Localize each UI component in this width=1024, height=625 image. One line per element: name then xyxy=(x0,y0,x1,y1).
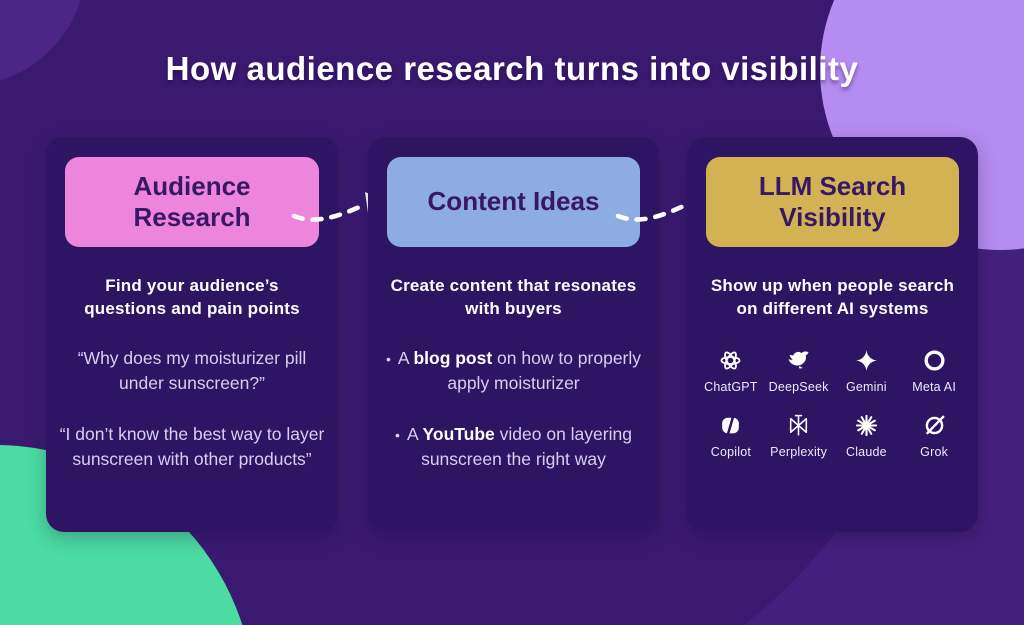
card-header-audience-research: Audience Research xyxy=(65,157,319,247)
bullet-dot-icon: • xyxy=(385,350,391,367)
ai-label: DeepSeek xyxy=(768,379,829,394)
ai-system-grok: Grok xyxy=(900,412,968,459)
ai-label: Claude xyxy=(845,444,887,459)
ai-systems-grid: ChatGPT DeepSeek Gemini xyxy=(697,347,968,477)
card-lead-content-ideas: Create content that resonates with buyer… xyxy=(390,276,637,318)
perplexity-icon xyxy=(786,412,811,439)
card-lead-llm-visibility: Show up when people search on different … xyxy=(710,276,955,318)
card-audience-research: Audience Research Find your audience’s q… xyxy=(46,137,338,532)
deepseek-icon xyxy=(786,347,811,374)
ai-system-deepseek: DeepSeek xyxy=(765,347,833,394)
ai-system-copilot: Copilot xyxy=(697,412,765,459)
card-llm-search-visibility: LLM Search Visibility Show up when peopl… xyxy=(687,137,978,532)
bullet-text-pre: A xyxy=(397,347,414,368)
ai-label: Grok xyxy=(920,444,949,459)
card-header-label: Audience Research xyxy=(133,170,251,232)
card-content-ideas: Content Ideas Create content that resona… xyxy=(368,137,659,532)
bullet-text-post: video on layering sunscreen the right wa… xyxy=(421,423,632,469)
card-lead-audience-research: Find your audience’s questions and pain … xyxy=(84,276,300,318)
content-bullet-1: • A blog post on how to properly apply mo… xyxy=(381,346,646,397)
bullet-text-post: on how to properly apply moisturizer xyxy=(447,347,642,394)
content-bullet-2: • A YouTube video on layering sunscreen t… xyxy=(381,422,646,473)
ai-label: Meta AI xyxy=(912,379,957,394)
chatgpt-icon xyxy=(718,347,743,374)
ai-system-gemini: Gemini xyxy=(833,347,901,394)
bullet-text-bold: blog post xyxy=(413,347,493,368)
gemini-icon xyxy=(854,347,879,374)
bullet-dot-icon: • xyxy=(395,426,400,443)
audience-quote-2: “I don’t know the best way to layer suns… xyxy=(59,423,325,469)
claude-icon xyxy=(854,412,879,439)
meta-ai-icon xyxy=(922,347,947,374)
card-header-label: LLM Search Visibility xyxy=(758,170,907,232)
ai-system-perplexity: Perplexity xyxy=(765,412,833,459)
card-header-llm-search-visibility: LLM Search Visibility xyxy=(706,157,959,247)
bullet-text-bold: YouTube xyxy=(422,423,495,444)
copilot-icon xyxy=(718,412,743,439)
ai-label: Copilot xyxy=(710,444,752,459)
audience-quote-1: “Why does my moisturizer pill under suns… xyxy=(77,347,307,394)
ai-label: ChatGPT xyxy=(704,379,758,394)
ai-label: Gemini xyxy=(845,379,887,394)
card-header-content-ideas: Content Ideas xyxy=(387,157,640,247)
card-header-label: Content Ideas xyxy=(427,186,600,217)
bullet-text-pre: A xyxy=(406,423,423,444)
ai-system-meta-ai: Meta AI xyxy=(900,347,968,394)
ai-system-claude: Claude xyxy=(833,412,901,459)
page-title: How audience research turns into visibil… xyxy=(165,50,859,87)
grok-icon xyxy=(922,412,947,439)
ai-system-chatgpt: ChatGPT xyxy=(697,347,765,394)
ai-label: Perplexity xyxy=(770,444,828,459)
